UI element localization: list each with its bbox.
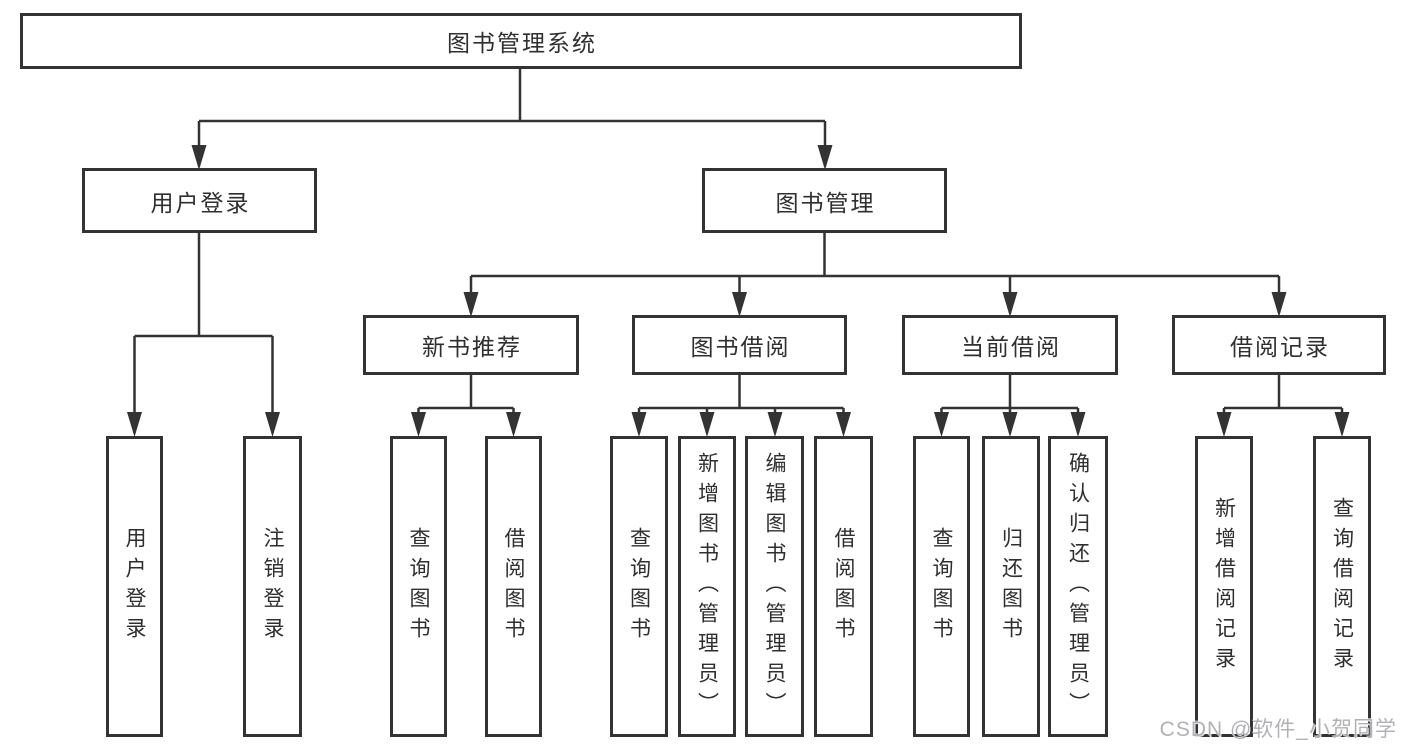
connector-path: [940, 375, 1080, 433]
connector-paths: [133, 69, 1344, 433]
node-book-borrow: 图书借阅: [632, 315, 847, 375]
arrowhead: [265, 412, 280, 437]
leaf-user-login: 用户登录: [106, 436, 163, 737]
arrowhead: [767, 412, 783, 437]
node-user-login: 用户登录: [82, 168, 317, 233]
arrowhead: [732, 292, 747, 317]
leaf-newbook-query-books: 查询图书: [390, 436, 447, 737]
leaf-current-return-books: 归还图书: [982, 436, 1040, 737]
arrowhead: [1271, 292, 1287, 317]
arrowhead: [631, 412, 647, 437]
leaf-records-query-record: 查询借阅记录: [1313, 436, 1371, 737]
arrowhead: [1002, 412, 1018, 437]
node-borrow-records: 借阅记录: [1172, 315, 1386, 375]
arrowhead: [836, 412, 851, 437]
leaf-records-add-record: 新增借阅记录: [1195, 436, 1253, 737]
connector-path: [1222, 375, 1344, 433]
arrowhead: [817, 145, 833, 170]
connector-path: [197, 69, 827, 166]
arrowhead: [463, 292, 479, 317]
arrowhead: [1216, 412, 1232, 437]
node-new-book-recommend: 新书推荐: [363, 315, 579, 375]
node-book-management: 图书管理: [702, 168, 947, 233]
leaf-borrow-borrow-books: 借阅图书: [814, 436, 873, 737]
connector-path: [637, 375, 845, 433]
leaf-newbook-borrow-books: 借阅图书: [485, 436, 542, 737]
arrowhead: [699, 412, 715, 437]
arrowhead: [1002, 292, 1018, 317]
leaf-current-query-books: 查询图书: [913, 436, 970, 737]
leaf-borrow-query-books: 查询图书: [610, 436, 668, 737]
leaf-borrow-add-books-admin: 新增图书（管理员）: [678, 436, 736, 737]
csdn-watermark: CSDN @软件_小贺同学: [1159, 718, 1397, 741]
node-current-borrow: 当前借阅: [902, 315, 1118, 375]
arrowhead: [1334, 412, 1350, 437]
arrowhead: [934, 412, 949, 437]
node-root-system: 图书管理系统: [20, 13, 1022, 69]
leaf-borrow-edit-books-admin: 编辑图书（管理员）: [745, 436, 804, 737]
arrowhead: [1070, 412, 1086, 437]
arrowhead: [411, 412, 426, 437]
arrowhead: [127, 412, 142, 437]
leaf-current-confirm-return-admin: 确认归还（管理员）: [1048, 436, 1108, 737]
connector-path: [133, 233, 274, 433]
connector-path: [469, 233, 1281, 313]
leaf-logout: 注销登录: [243, 436, 302, 737]
arrowhead: [191, 145, 207, 170]
connector-path: [417, 375, 515, 433]
arrowhead: [506, 412, 521, 437]
